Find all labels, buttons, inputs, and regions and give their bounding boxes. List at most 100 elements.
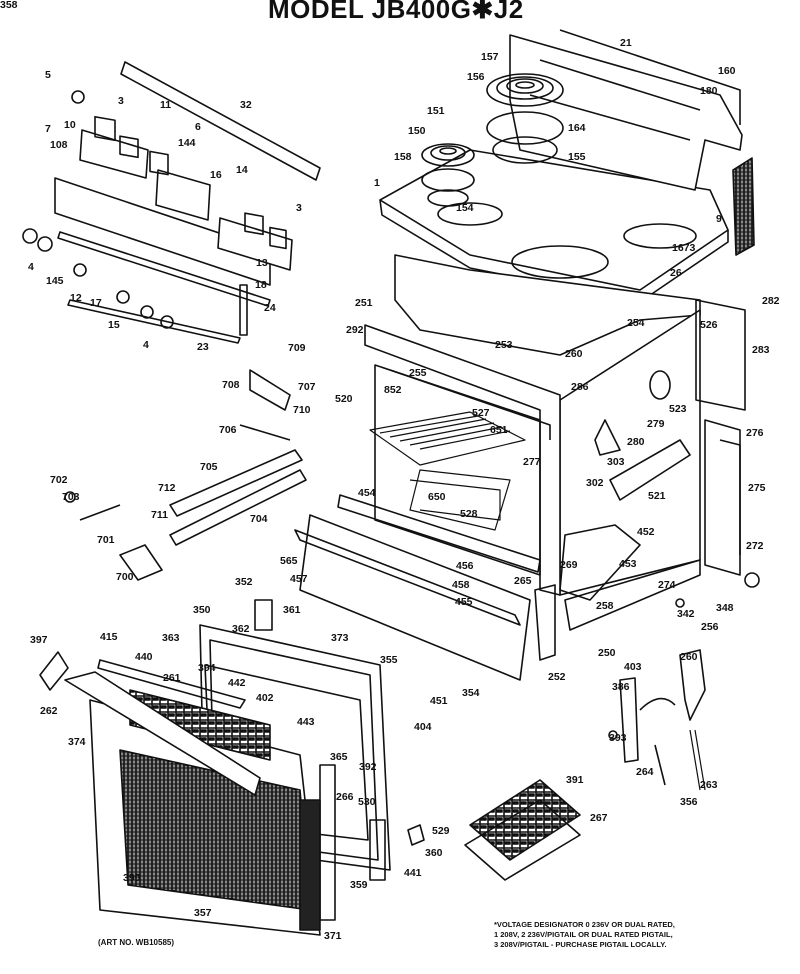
part-number-label: 272 [746, 540, 764, 552]
part-number-label: 156 [467, 71, 485, 83]
part-number-label: 164 [568, 122, 586, 134]
part-number-label: 711 [151, 509, 168, 521]
part-number-label: 374 [68, 736, 86, 748]
part-number-label: 650 [428, 491, 446, 503]
part-number-label: 144 [178, 137, 196, 149]
part-number-label: 394 [198, 662, 216, 674]
oven-rack [369, 411, 526, 531]
part-number-label: 359 [350, 879, 368, 891]
part-number-label: 267 [590, 812, 608, 824]
part-number-label: 283 [752, 344, 770, 356]
part-number-label: 262 [40, 705, 58, 717]
part-number-label: 363 [162, 632, 180, 644]
part-number-label: 712 [158, 482, 176, 494]
part-number-label: 527 [472, 407, 490, 419]
part-number-label: 17 [90, 297, 102, 309]
bake-element [409, 479, 501, 521]
surface-unit-large [486, 73, 564, 164]
surface-unit-small [421, 143, 475, 207]
part-number-label: 254 [627, 317, 645, 329]
backsplash [509, 29, 743, 191]
part-number-label: 521 [648, 490, 666, 502]
part-number-label: 12 [70, 292, 82, 304]
broiler-pan [464, 779, 581, 881]
part-number-label: 350 [193, 604, 211, 616]
part-number-label: 443 [297, 716, 315, 728]
part-number-label: 391 [566, 774, 584, 786]
part-number-label: 526 [700, 319, 718, 331]
part-number-label: 402 [256, 692, 274, 704]
part-number-label: 13 [256, 257, 268, 269]
oven-body [364, 254, 701, 596]
part-number-label: 355 [380, 654, 398, 666]
part-number-label: 274 [658, 579, 676, 591]
part-number-label: 251 [355, 297, 373, 309]
part-number-label: 157 [481, 51, 499, 63]
part-number-label: 702 [50, 474, 68, 486]
part-number-label: 710 [293, 404, 311, 416]
part-number-label: 266 [336, 791, 354, 803]
part-number-label: 264 [636, 766, 654, 778]
side-trim [732, 157, 755, 256]
part-number-label: 302 [586, 477, 604, 489]
part-number-label: 397 [30, 634, 48, 646]
broiler-drawer [294, 494, 541, 681]
part-number-label: 520 [335, 393, 353, 405]
part-number-label: 440 [135, 651, 153, 663]
leg-leveler [675, 598, 685, 608]
part-number-label: 4 [143, 339, 149, 351]
part-number-label: 286 [571, 381, 589, 393]
model-title: MODEL JB400G✱J2 [268, 0, 524, 24]
part-number-label: 404 [414, 721, 432, 733]
part-number-label: 14 [236, 164, 248, 176]
rack-supports [64, 369, 307, 581]
part-number-label: 15 [108, 319, 120, 331]
insulation-piece [609, 439, 691, 501]
part-number-label: 356 [680, 796, 698, 808]
part-number-label: 256 [701, 621, 719, 633]
part-number-label: 360 [425, 847, 443, 859]
part-number-label: 348 [716, 602, 734, 614]
door-bracket [254, 599, 273, 631]
part-number-label: 292 [346, 324, 364, 336]
part-number-label: 342 [677, 608, 695, 620]
part-number-label: 529 [432, 825, 450, 837]
part-number-label: 6 [195, 121, 201, 133]
part-number-label: 10 [64, 119, 76, 131]
part-number-label: 258 [596, 600, 614, 612]
part-number-label: 145 [46, 275, 64, 287]
hinge-plate [559, 524, 641, 601]
part-number-label: 358 [0, 0, 18, 11]
part-number-label: 151 [427, 105, 445, 117]
part-number-label: 357 [194, 907, 212, 919]
part-number-label: 158 [394, 151, 412, 163]
socket [594, 419, 621, 456]
part-number-label: 275 [748, 482, 766, 494]
drawer-side [534, 584, 556, 661]
part-number-label: 263 [700, 779, 718, 791]
part-number-label: 399 [123, 872, 141, 884]
part-number-label: 11 [160, 99, 172, 111]
part-number-label: 403 [624, 661, 642, 673]
part-number-label: 250 [598, 647, 616, 659]
part-number-label: 7 [45, 123, 51, 135]
control-panel [54, 61, 321, 344]
hinge-cover [39, 651, 69, 691]
part-number-label: 371 [324, 930, 342, 942]
part-number-label: 451 [430, 695, 448, 707]
part-number-label: 253 [495, 339, 513, 351]
door-stop [407, 824, 425, 846]
art-number: (ART NO. WB10585) [98, 938, 175, 947]
part-number-label: 1 [374, 177, 380, 189]
oven-door [64, 624, 391, 936]
part-number-label: 453 [619, 558, 637, 570]
part-number-label: 361 [283, 604, 301, 616]
right-panels [695, 299, 746, 576]
part-number-label: 651 [490, 424, 508, 436]
part-number-label: 706 [219, 424, 237, 436]
part-number-label: 24 [264, 302, 276, 314]
part-number-label: 393 [609, 732, 627, 744]
part-number-label: 276 [746, 427, 764, 439]
part-number-label: 255 [409, 367, 427, 379]
